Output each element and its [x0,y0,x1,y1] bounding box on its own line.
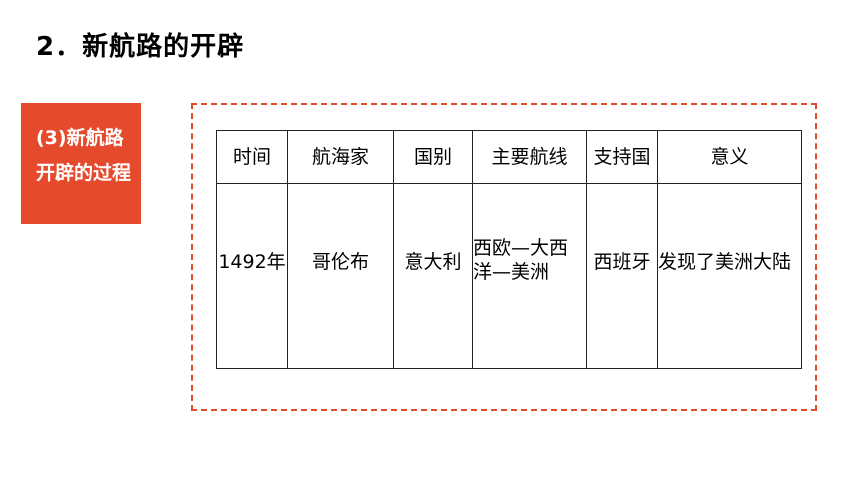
cell-country: 意大利 [393,183,473,369]
header-navigator: 航海家 [287,130,394,184]
content-frame [191,103,817,411]
section-label: (3)新航路开辟的过程 [21,103,141,224]
header-time: 时间 [216,130,288,184]
voyage-table: 时间 航海家 国别 主要航线 支持国 意义 1492年 哥伦布 意大利 西欧—大… [216,130,802,369]
table-header-row: 时间 航海家 国别 主要航线 支持国 意义 [216,130,802,184]
page-title: 2．新航路的开辟 [36,32,245,62]
cell-significance: 发现了美洲大陆 [657,183,802,369]
header-country: 国别 [393,130,473,184]
cell-navigator: 哥伦布 [287,183,394,369]
header-route: 主要航线 [472,130,587,184]
header-significance: 意义 [657,130,802,184]
cell-time: 1492年 [216,183,288,369]
header-sponsor: 支持国 [586,130,658,184]
table-row: 1492年 哥伦布 意大利 西欧—大西洋—美洲 西班牙 发现了美洲大陆 [216,183,802,369]
cell-route: 西欧—大西洋—美洲 [472,183,587,369]
cell-sponsor: 西班牙 [586,183,658,369]
